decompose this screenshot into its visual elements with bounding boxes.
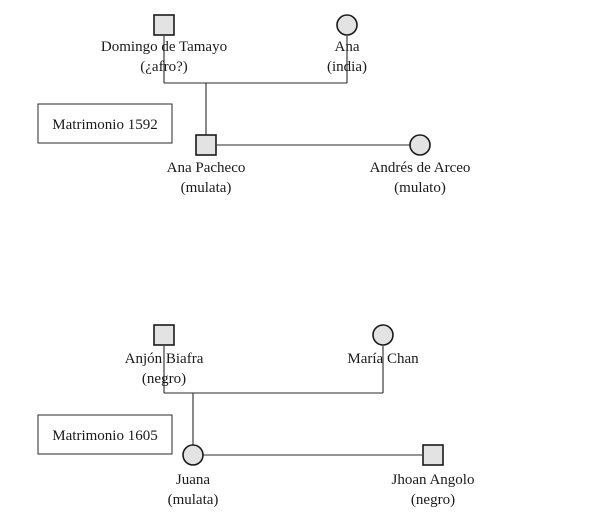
person-note: (mulato) bbox=[394, 180, 446, 196]
person-name: Anjón Biafra bbox=[125, 351, 204, 367]
female-circle-symbol bbox=[409, 134, 431, 156]
person-name: Domingo de Tamayo bbox=[101, 39, 227, 55]
person-name: Andrés de Arceo bbox=[370, 160, 471, 176]
marriage-label: Matrimonio 1605 bbox=[52, 428, 157, 444]
person-note: (negro) bbox=[411, 492, 455, 508]
family-1592: Matrimonio 1592 Domingo de Tamayo (¿afro… bbox=[37, 14, 471, 196]
family-1605: Matrimonio 1605 Anjón Biafra (negro) Mar… bbox=[37, 324, 475, 508]
male-square-symbol bbox=[153, 14, 175, 36]
person-name: Ana Pacheco bbox=[167, 160, 246, 176]
person-note: (¿afro?) bbox=[140, 59, 187, 75]
female-circle-symbol bbox=[372, 324, 394, 346]
female-circle-symbol bbox=[182, 444, 204, 466]
person-note: (mulata) bbox=[168, 492, 219, 508]
marriage-box bbox=[37, 103, 173, 144]
person-note: (negro) bbox=[142, 371, 186, 387]
female-circle-symbol bbox=[336, 14, 358, 36]
person-note: (india) bbox=[327, 59, 367, 75]
male-square-symbol bbox=[153, 324, 175, 346]
person-name: Juana bbox=[176, 472, 210, 488]
person-name: Jhoan Angolo bbox=[392, 472, 475, 488]
person-name: María Chan bbox=[347, 351, 419, 367]
male-square-symbol bbox=[422, 444, 444, 466]
marriage-box bbox=[37, 414, 173, 455]
person-name: Ana bbox=[335, 39, 360, 55]
person-note: (mulata) bbox=[181, 180, 232, 196]
male-square-symbol bbox=[195, 134, 217, 156]
marriage-label: Matrimonio 1592 bbox=[52, 117, 157, 133]
